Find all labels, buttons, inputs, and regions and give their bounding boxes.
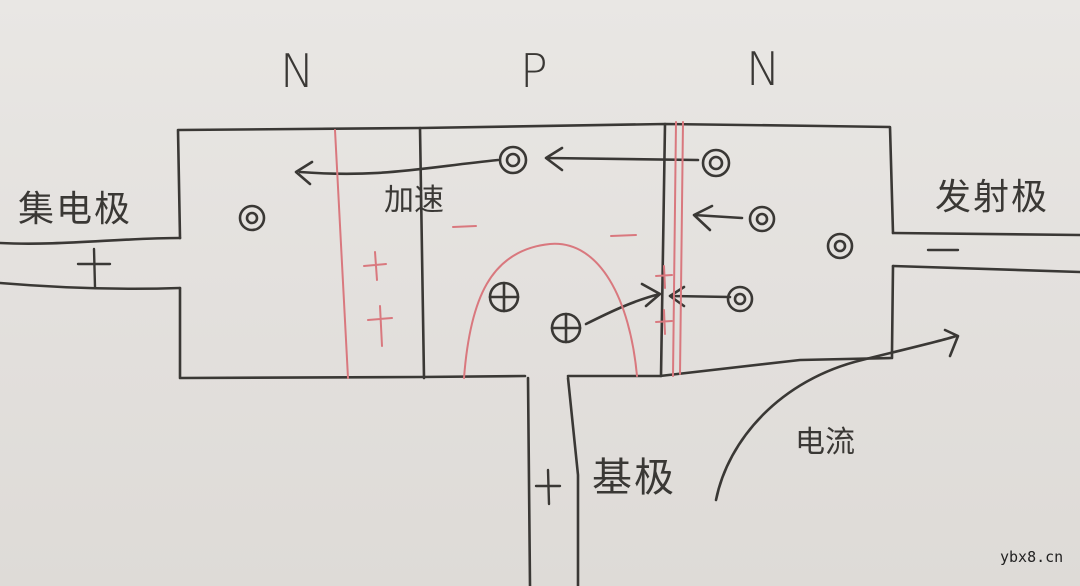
holes: [488, 281, 582, 344]
collector-base-junction: [418, 126, 426, 380]
arrow-hole-to-junction: [584, 282, 662, 326]
arrow-emitter-lower: [668, 285, 732, 308]
base-lead: [526, 376, 580, 586]
electrons: [238, 145, 854, 313]
collector-lead: [0, 236, 182, 291]
region-label-base-p: P: [520, 44, 548, 98]
red-plus-4: [655, 309, 673, 335]
depletion-line-collector: [334, 129, 349, 379]
arrow-base-to-collector: [294, 158, 500, 186]
red-plus-1: [363, 251, 387, 281]
arrow-emitter-to-base: [544, 146, 700, 172]
base-field-arc: [463, 242, 638, 379]
depletion-line-emitter-2: [679, 121, 684, 375]
watermark: ybx8.cn: [1000, 548, 1064, 566]
red-minus-2: [610, 234, 637, 237]
emitter-label: 发射极: [935, 177, 1050, 218]
accelerate-label: 加速: [384, 183, 444, 218]
current-label: 电流: [795, 425, 855, 460]
base-label: 基极: [592, 455, 676, 501]
collector-label: 集电极: [18, 189, 133, 230]
arrow-emitter-middle: [692, 204, 744, 232]
current-arrow: [714, 328, 960, 502]
collector-plus: [76, 247, 112, 289]
transistor-body-outline: [176, 122, 895, 380]
base-plus: [534, 468, 562, 506]
emitter-lead: [891, 231, 1080, 274]
base-emitter-junction: [659, 122, 667, 378]
region-label-collector-n: N: [280, 44, 315, 98]
red-minus-1: [452, 225, 477, 228]
red-plus-3: [655, 265, 673, 289]
red-plus-2: [367, 305, 393, 347]
region-label-emitter-n: N: [746, 42, 781, 96]
depletion-line-emitter-1: [672, 121, 677, 377]
